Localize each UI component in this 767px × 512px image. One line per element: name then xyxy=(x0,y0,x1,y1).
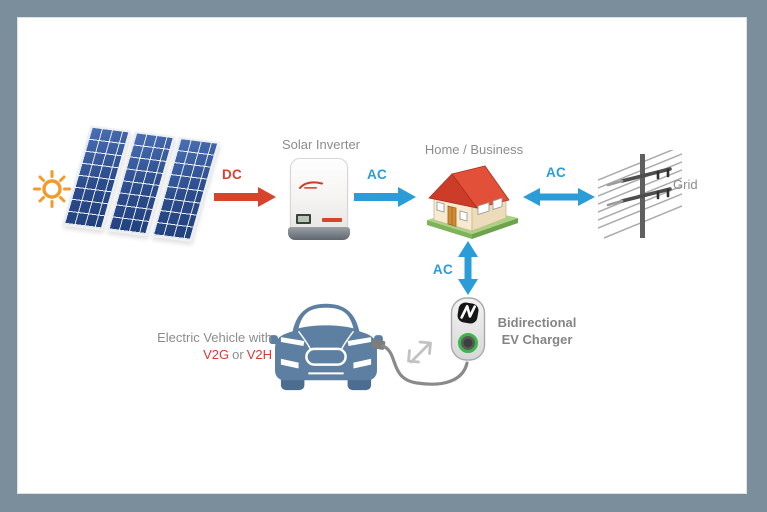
ac-flow-label-charger: AC xyxy=(432,262,453,277)
solar-inverter-icon xyxy=(288,158,350,240)
dc-arrow-icon xyxy=(214,187,276,207)
or-text: or xyxy=(232,347,244,362)
house-icon xyxy=(427,165,518,239)
electric-car-icon xyxy=(269,303,383,391)
charging-cable-icon xyxy=(371,339,469,386)
v2h-text: V2H xyxy=(246,347,272,362)
inverter-display xyxy=(296,214,311,224)
bidirectional-exchange-arrow-icon xyxy=(407,340,432,364)
ac-flow-label-grid: AC xyxy=(545,165,567,180)
ac-double-arrow-home-charger-icon xyxy=(458,241,478,295)
v2g-text: V2G xyxy=(203,347,230,362)
inverter-base xyxy=(288,227,350,240)
solar-inverter-label: Solar Inverter xyxy=(281,137,361,152)
charger-label-line1: Bidirectional xyxy=(497,315,577,330)
utility-pole-icon xyxy=(598,150,682,239)
inverter-red-strip xyxy=(322,218,342,222)
ev-label-line1: Electric Vehicle with xyxy=(157,330,272,345)
ac-flow-label-inverter: AC xyxy=(366,167,388,182)
inverter-brand-logo-icon xyxy=(299,181,323,189)
ev-charger-icon xyxy=(450,297,486,361)
diagram-canvas: DC Solar Inverter AC Home / Business xyxy=(17,17,747,494)
bidirectional-ev-charger-label: Bidirectional EV Charger xyxy=(485,314,589,348)
charger-brand-logo-icon xyxy=(457,302,479,324)
solar-panel-array-icon xyxy=(61,125,226,246)
sun-icon xyxy=(33,170,71,208)
ac-double-arrow-home-grid-icon xyxy=(523,188,595,206)
charger-label-line2: EV Charger xyxy=(501,332,573,347)
dc-flow-label: DC xyxy=(221,167,243,182)
ac-arrow-inverter-to-home-icon xyxy=(354,187,416,207)
home-business-label: Home / Business xyxy=(424,142,524,157)
grid-label: Grid xyxy=(673,177,698,192)
